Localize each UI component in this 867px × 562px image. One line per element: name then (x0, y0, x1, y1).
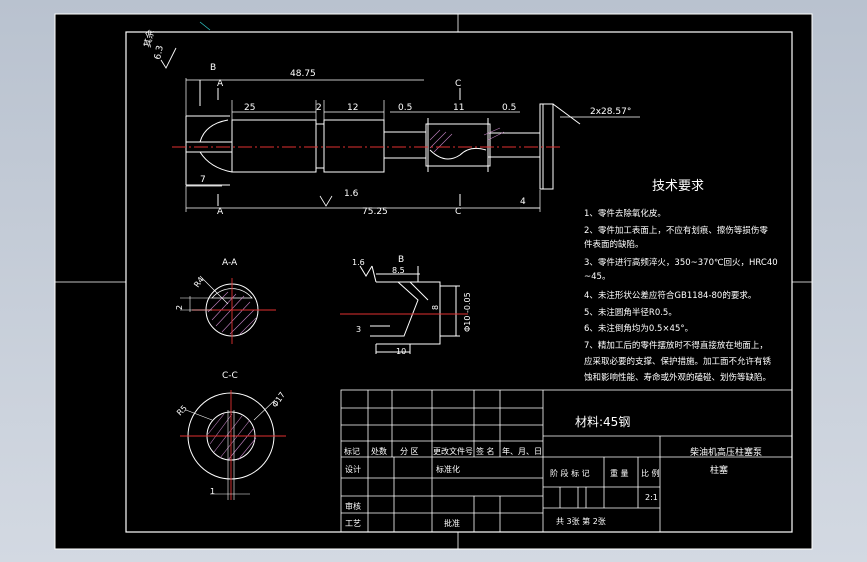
dim-2: 2 (316, 103, 322, 113)
part-title-line1: 柴油机高压柱塞泵 (690, 446, 762, 458)
dim-chamfer: 2x28.57° (590, 107, 631, 117)
section-cut-markers (199, 80, 461, 206)
outer-border (54, 13, 813, 550)
dim-7: 7 (200, 175, 206, 185)
tb-header-date: 年、月、日 (502, 446, 542, 456)
dim-0-5-a: 0.5 (398, 103, 412, 113)
detail-b-dim-8: 8 (431, 305, 440, 310)
dim-48-75: 48.75 (290, 69, 316, 79)
tech-item: 件表面的缺陷。 (584, 239, 644, 250)
letter-a-bottom: A (217, 207, 224, 217)
section-cc-title: C-C (222, 371, 238, 381)
tb-weight: 重 量 (610, 468, 629, 478)
section-aa-view (180, 275, 276, 344)
tb-header-sign: 签 名 (476, 446, 495, 456)
detail-b-rough: 1.6 (352, 258, 365, 267)
tb-ratio: 比 例 (641, 468, 660, 478)
tech-item: 应采取必要的支撑、保护措施。加工面不允许有锈 (584, 356, 772, 367)
tech-item: 3、零件进行高频淬火，350~370℃回火，HRC40 (584, 257, 778, 268)
tb-process: 工艺 (345, 519, 361, 528)
roughness-symbol-other (160, 47, 177, 69)
tb-approve: 批准 (444, 518, 460, 528)
tech-item: 4、未注形状公差应符合GB1184-80的要求。 (584, 290, 756, 301)
tb-header-zone: 分 区 (400, 447, 419, 456)
roughness-label: 其余 (141, 29, 156, 49)
letter-a-top: A (217, 79, 224, 89)
tech-item: 5、未注圆角半径R0.5。 (584, 307, 677, 318)
tb-header-mark: 标记 (344, 446, 360, 456)
detail-b-title: B (398, 255, 404, 265)
tech-item: 蚀和影响性能、寿命或外观的磕碰、划伤等缺陷。 (584, 372, 771, 383)
section-cc-dim-1: 1 (210, 487, 215, 496)
tb-header-change-doc: 更改文件号 (433, 446, 473, 456)
roughness-value: 6.3 (153, 45, 166, 61)
letter-b-top: B (210, 63, 216, 73)
section-hatch-c (429, 127, 505, 153)
detail-b-dim-8-5: 8.5 (392, 266, 405, 275)
detail-b-view (359, 265, 460, 354)
tech-requirements-list: 1、零件去除氧化皮。 2、零件加工表面上，不应有划痕、擦伤等损伤零 件表面的缺陷… (584, 208, 778, 383)
tech-requirements-title: 技术要求 (652, 179, 704, 194)
main-dimension-lines (185, 78, 640, 212)
tb-review: 审核 (345, 501, 361, 511)
dim-4: 4 (520, 197, 526, 207)
dim-12: 12 (347, 103, 358, 113)
tb-header-count: 处数 (371, 446, 387, 456)
tech-item: 6、未注倒角均为0.5×45°。 (584, 323, 693, 334)
tech-item: 7、精加工后的零件摆放时不得直接放在地面上， (584, 340, 768, 351)
section-aa-title: A-A (222, 258, 238, 268)
dim-11: 11 (453, 103, 464, 113)
section-aa-dim-2: 2 (175, 305, 184, 310)
letter-c-top: C (455, 79, 461, 89)
tech-item: 2、零件加工表面上，不应有划痕、擦伤等损伤零 (584, 225, 768, 236)
title-block-grid (340, 389, 793, 533)
tech-item: 1、零件去除氧化皮。 (584, 208, 666, 219)
letter-c-bottom: C (455, 207, 461, 217)
tb-stage-mark: 阶 段 标 记 (550, 468, 590, 478)
dim-0-5-b: 0.5 (502, 103, 516, 113)
dim-25: 25 (244, 103, 255, 113)
tb-scale: 2:1 (645, 493, 658, 502)
detail-b-dim-10: 10 (396, 347, 406, 356)
tech-item: ~45。 (584, 272, 610, 282)
detail-b-dim-3: 3 (356, 325, 361, 334)
dim-rough-1-6: 1.6 (344, 189, 359, 199)
material-label: 材料:45钢 (575, 415, 630, 429)
roughness-symbol-1-6 (319, 195, 333, 207)
cyan-cursor-trace (199, 21, 211, 31)
tb-sheets: 共 3张 第 2张 (556, 516, 606, 526)
detail-b-dim-phi: Φ10 -0.05 (463, 292, 472, 332)
tb-design: 设计 (345, 464, 361, 474)
part-title-line2: 柱塞 (710, 464, 728, 476)
tb-standardization: 标准化 (436, 464, 460, 474)
section-cc-view (180, 390, 286, 500)
dim-75-25: 75.25 (362, 207, 388, 217)
